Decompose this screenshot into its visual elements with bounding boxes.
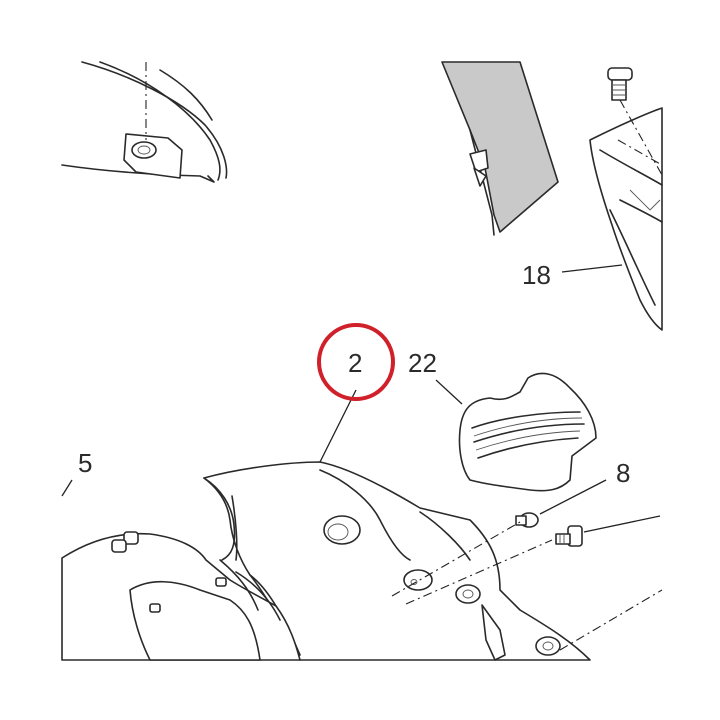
callout-2: 2 bbox=[348, 348, 362, 378]
screw-right bbox=[555, 515, 661, 547]
washer-center bbox=[403, 569, 433, 591]
bolt-top-right bbox=[607, 67, 633, 101]
callout-8: 8 bbox=[616, 458, 630, 488]
axis-line-right bbox=[559, 589, 663, 651]
side-panel-18 bbox=[561, 67, 663, 331]
gray-panel-shape bbox=[441, 61, 559, 233]
callout-18: 18 bbox=[522, 260, 551, 290]
fender-part-5 bbox=[61, 477, 301, 661]
bracket-part-2 bbox=[203, 389, 591, 661]
clip-fastener-left bbox=[111, 531, 139, 553]
axis-line-lower bbox=[405, 539, 553, 605]
gray-panel-top-middle bbox=[441, 61, 559, 236]
highlight-circle-part-2 bbox=[317, 323, 395, 401]
axis-line-upper bbox=[391, 521, 521, 597]
pad-part-22 bbox=[435, 372, 597, 492]
screw-part-8 bbox=[515, 479, 607, 528]
callout-22: 22 bbox=[408, 348, 437, 378]
fender-fragment-top-left bbox=[61, 61, 228, 183]
callout-5: 5 bbox=[78, 448, 92, 478]
